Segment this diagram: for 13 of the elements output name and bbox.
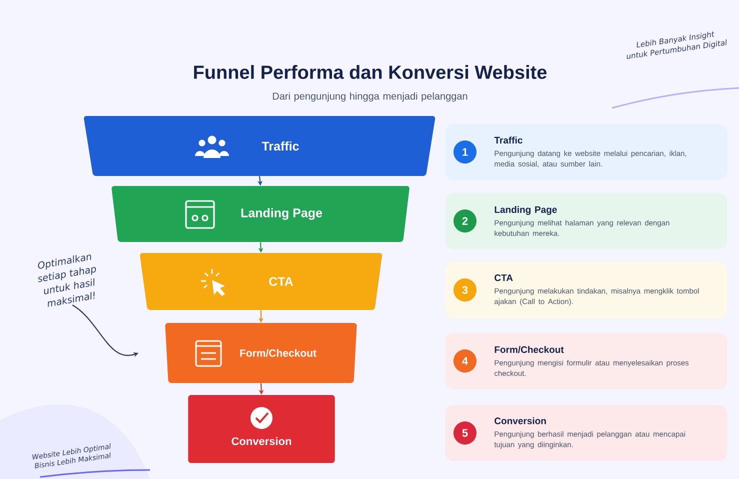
funnel-stage: Traffic [84,116,436,176]
title: Funnel Performa dan Konversi Website [194,65,547,79]
handwritten-note: Optimalkan setiap tahap untuk hasil maksimal! [38,254,96,307]
number-badge: 3 [454,278,476,302]
funnel-stage: CTA [140,253,382,310]
funnel-stage: Landing Page [112,186,410,242]
number-badge: 4 [454,350,476,372]
number-badge: 2 [454,210,476,232]
number-badge: 1 [454,140,476,164]
funnel-stage: Form/Checkout [165,323,357,383]
subtitle: Dari pengunjung hingga menjadi pelanggan [272,92,468,102]
funnel-stage: Conversion [188,395,335,463]
number-badge: 5 [454,422,476,444]
